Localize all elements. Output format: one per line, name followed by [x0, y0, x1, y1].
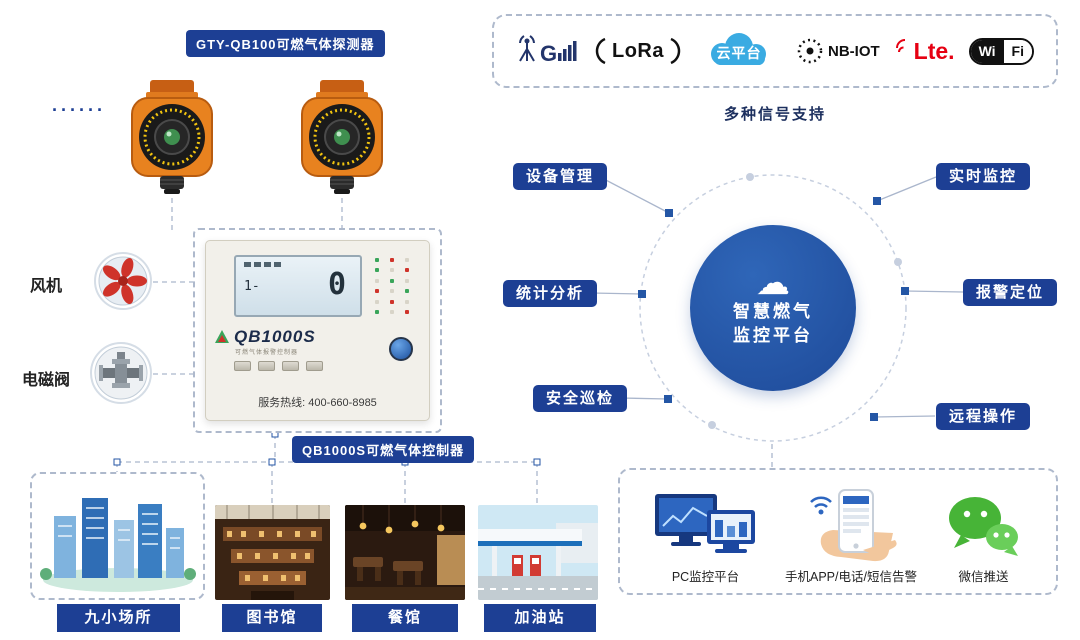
- location-label-gas-station: 加油站: [484, 604, 596, 632]
- gas-detector-icon: [301, 80, 383, 194]
- pc-platform-label: PC监控平台: [671, 570, 740, 584]
- restaurant-image: [345, 505, 465, 600]
- controller-knob: [389, 337, 413, 361]
- indicator-led-grid: [370, 257, 414, 315]
- ring-decoration-dots: [708, 173, 902, 429]
- feature-remote-operation: 远程操作: [936, 403, 1031, 430]
- solenoid-valve-icon: [90, 342, 152, 404]
- ring-node-squares: [638, 197, 909, 421]
- nb-iot-icon: [797, 38, 823, 64]
- gas-station-image: [478, 505, 598, 600]
- signals-caption: 多种信号支持: [723, 106, 826, 123]
- signal-nbiot: NB-IOT: [796, 37, 880, 65]
- gas-controller-device: 1- 0 QB1000S 可燃气体报警控制器 服务热线: 400-660-898…: [205, 240, 430, 421]
- lte-label: Lte.: [913, 37, 955, 64]
- feature-safety-inspection: 安全巡检: [533, 385, 628, 412]
- lcd-channel-value: 1-: [244, 279, 260, 294]
- lcd-status-bars: [244, 262, 281, 267]
- controller-lcd-screen: 1- 0: [234, 255, 362, 317]
- alert-outputs-box: PC监控平台 手机APP/电话/短信告警: [618, 468, 1058, 595]
- location-label-restaurant: 餐馆: [352, 604, 458, 632]
- service-hotline: 服务热线: 400-660-8985: [258, 397, 377, 409]
- gas-detector-icon: [131, 80, 213, 194]
- signal-4g: G: [516, 33, 580, 69]
- city-scene-image: [40, 498, 196, 592]
- wifi-left-label: Wi: [970, 39, 1004, 63]
- mobile-app-icon: [810, 489, 897, 562]
- platform-title-line1: 智慧燃气: [733, 302, 813, 321]
- cloud-icon: ☁: [756, 264, 790, 302]
- controller-buttons: [234, 361, 323, 371]
- controller-brand-subtitle: 可燃气体报警控制器: [235, 350, 299, 356]
- pc-monitor-icon: [654, 494, 755, 553]
- wifi-icon: Wi Fi: [968, 37, 1034, 65]
- output-wechat-push: 微信推送: [941, 480, 1025, 585]
- location-label-small-venues: 九小场所: [57, 604, 180, 632]
- feature-realtime-monitoring: 实时监控: [936, 163, 1031, 190]
- city-scene-frame: [30, 472, 205, 600]
- nb-iot-label: NB-IOT: [828, 42, 880, 60]
- platform-title-line2: 监控平台: [733, 326, 813, 345]
- lte-waves-icon: [895, 39, 905, 53]
- cloud-platform-label: 云平台: [716, 45, 762, 61]
- valve-label: 电磁阀: [22, 372, 71, 389]
- signal-types-box: G LoRa: [492, 14, 1058, 88]
- fan-label: 风机: [30, 278, 63, 295]
- detector-tag: GTY-QB100可燃气体探测器: [186, 30, 385, 57]
- g-letter: G: [540, 41, 557, 66]
- lora-right-arc-icon: [670, 37, 681, 65]
- library-image: [215, 505, 330, 600]
- output-pc-platform: PC监控平台: [651, 480, 761, 585]
- feature-statistical-analysis: 统计分析: [503, 280, 598, 307]
- mobile-alert-label: 手机APP/电话/短信告警: [785, 570, 917, 584]
- controller-brand: QB1000S: [234, 327, 316, 346]
- signal-cloud-platform: 云平台: [696, 27, 782, 75]
- ellipsis-dots: ······: [52, 100, 106, 120]
- antenna-4g-icon: G: [519, 35, 577, 66]
- location-label-library: 图书馆: [222, 604, 322, 632]
- wechat-icon: [949, 497, 1019, 556]
- brand-logo-icon: [215, 330, 229, 343]
- wechat-push-label: 微信推送: [958, 570, 1009, 584]
- lcd-reading-value: 0: [327, 267, 346, 302]
- controller-tag: QB1000S可燃气体控制器: [292, 436, 475, 463]
- lora-label: LoRa: [612, 39, 664, 62]
- output-mobile-alert: 手机APP/电话/短信告警: [785, 480, 917, 585]
- cloud-platform-icon: [711, 33, 766, 65]
- platform-dashed-ring: [639, 174, 907, 442]
- fan-icon: [94, 252, 152, 310]
- lora-left-arc-icon: [595, 37, 606, 65]
- smart-gas-platform-circle: ☁ 智慧燃气 监控平台: [690, 225, 856, 391]
- signal-lora: LoRa: [594, 36, 682, 66]
- feature-device-management: 设备管理: [513, 163, 608, 190]
- wifi-right-label: Fi: [1003, 39, 1032, 63]
- signal-lte: Lte.: [894, 36, 955, 66]
- feature-alarm-positioning: 报警定位: [963, 279, 1058, 306]
